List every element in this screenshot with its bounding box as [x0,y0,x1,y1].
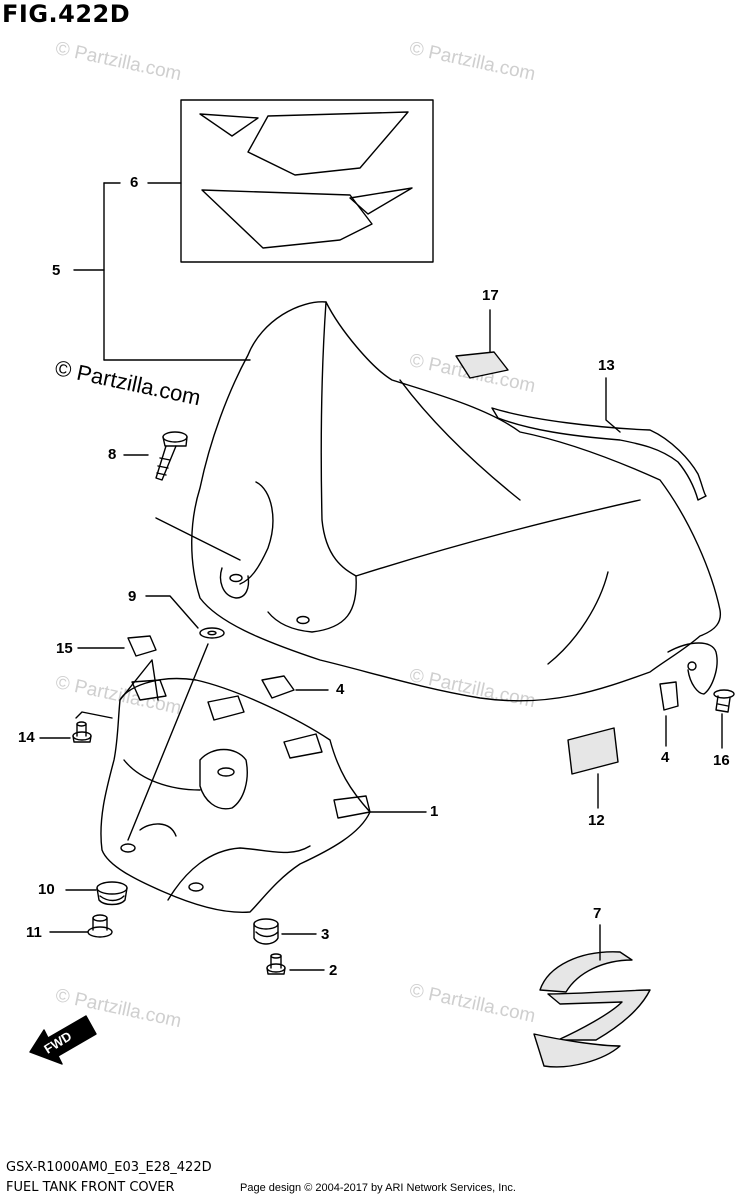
cover-slot [239,481,274,585]
callout-15[interactable]: 15 [56,640,73,657]
cover-tab [283,733,323,759]
decal-piece [349,187,413,215]
grommet-3 [253,918,279,945]
callout-17[interactable]: 17 [482,287,499,304]
leader-8-to-hole [155,517,241,561]
decal-piece [201,189,373,249]
model-code: GSX-R1000AM0_E03_E28_422D [6,1160,212,1175]
callout-6[interactable]: 6 [130,174,139,191]
page-credit: Page design © 2004-2017 by ARI Network S… [240,1182,516,1194]
callout-3[interactable]: 3 [321,926,330,943]
callout-9[interactable]: 9 [128,588,137,605]
fuel-tank-front-cover [191,301,722,702]
leader-14-to-cover [75,711,113,719]
callout-11[interactable]: 11 [26,924,42,941]
callout-14[interactable]: 14 [18,729,35,746]
decal-piece [199,113,259,137]
washer-hole [207,630,217,636]
cover-mount-hole [296,615,310,625]
cover-ridge [320,301,357,577]
cover-ridge [123,759,201,791]
cover-tab [333,795,371,819]
callout-13[interactable]: 13 [598,357,615,374]
bracket-hole [687,661,697,671]
cover-tab [207,695,245,721]
clip-nut-4-rear [659,681,679,711]
cover-edge [119,659,159,701]
callout-8[interactable]: 8 [108,446,117,463]
callout-5[interactable]: 5 [52,262,61,279]
cover-hole [120,843,136,853]
cover-tab [131,679,167,701]
clip-nut-4 [261,675,295,699]
leader-9 [145,595,199,629]
cover-recess [267,575,357,633]
cover-mount-hole [229,573,243,583]
callout-10[interactable]: 10 [38,881,55,898]
pad [455,351,509,379]
grommet-10 [96,881,128,906]
damper-pad [567,727,619,775]
callout-1[interactable]: 1 [430,803,439,820]
bolt-2 [266,953,286,975]
collar-11 [87,914,113,938]
decal-set-box [180,99,434,263]
cover-ridge [167,845,311,901]
screw-8 [155,431,188,481]
cover-crease [399,379,521,501]
clip-nut-15 [127,635,157,657]
callout-7[interactable]: 7 [593,905,602,922]
callout-2[interactable]: 2 [329,962,338,979]
cover-bracket [667,642,718,695]
cover-boss-hole [217,767,235,777]
callout-4[interactable]: 4 [336,681,345,698]
cover-ridge [355,499,641,577]
fwd-arrow [29,1015,97,1065]
cover-ridge [139,823,177,837]
cover-mount [219,567,250,599]
cover-crease [547,571,609,665]
decal-piece [247,111,409,176]
part-group-name: FUEL TANK FRONT COVER [6,1180,175,1195]
washer [199,627,225,639]
leader-13 [605,377,621,433]
leader-9-to-hole [127,643,209,841]
lower-front-cover [100,677,371,914]
emblem-7 [533,951,651,1068]
cushion-strip [491,407,707,501]
cover-boss [199,748,248,810]
figure-title: FIG.422D [2,0,131,28]
cover-hole [188,882,204,892]
trim-clip-16 [713,689,735,713]
callout-16[interactable]: 16 [713,752,730,769]
callout-4-rear[interactable]: 4 [661,749,670,766]
bolt-14 [72,721,92,743]
callout-12[interactable]: 12 [588,812,605,829]
